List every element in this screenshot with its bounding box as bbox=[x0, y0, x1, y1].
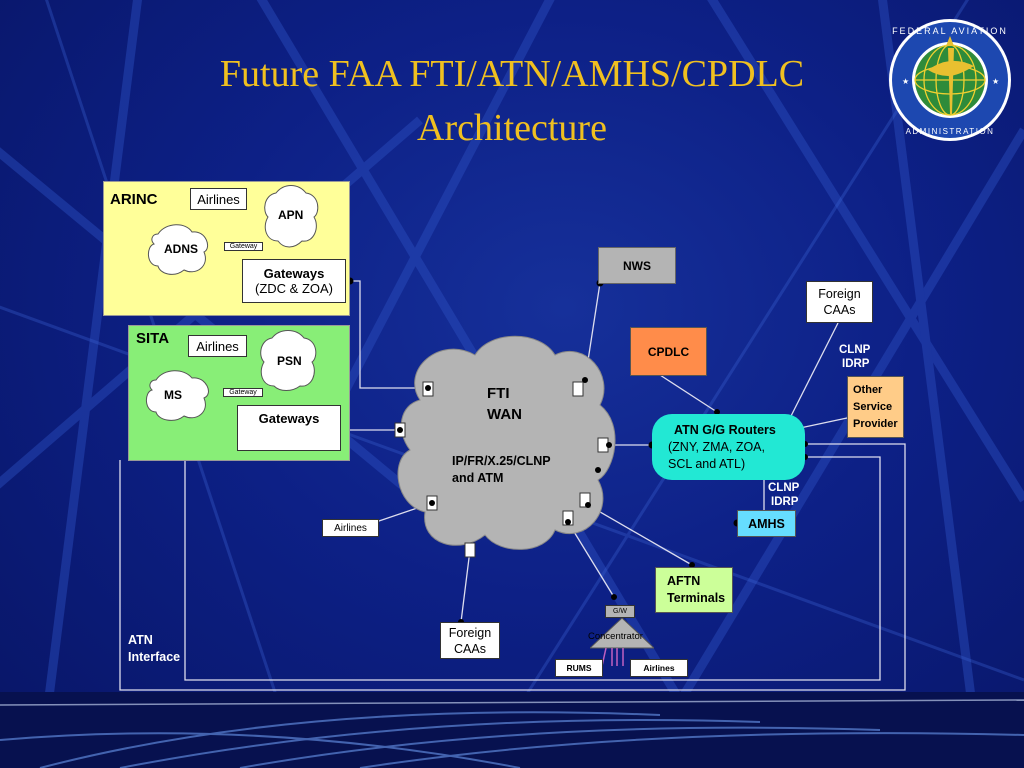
atn-routers-line3: SCL and ATL) bbox=[668, 456, 746, 471]
atn-routers-box: ATN G/G Routers (ZNY, ZMA, ZOA, SCL and … bbox=[652, 414, 805, 480]
clnp-top-line2: IDRP bbox=[842, 358, 870, 370]
nws-box: NWS bbox=[598, 247, 676, 284]
fti-atm-label: and ATM bbox=[452, 471, 504, 485]
other-service-line1: Other bbox=[853, 383, 883, 396]
fti-protocols-label: IP/FR/X.25/CLNP bbox=[452, 454, 551, 468]
svg-text:ADMINISTRATION: ADMINISTRATION bbox=[906, 127, 995, 136]
other-service-provider-box: Other Service Provider bbox=[847, 376, 904, 438]
foreign-caas-top-line2: CAAs bbox=[823, 303, 856, 317]
aftn-line2: Terminals bbox=[667, 591, 726, 605]
atn-routers-line1: ATN G/G Routers bbox=[674, 422, 776, 437]
fti-wan-cloud bbox=[397, 335, 616, 550]
wan-label: WAN bbox=[487, 406, 522, 423]
arinc-gateway-small: Gateway bbox=[224, 242, 263, 251]
adns-cloud-icon bbox=[148, 224, 208, 275]
concentrator-shape bbox=[590, 618, 654, 666]
atn-routers-line2: (ZNY, ZMA, ZOA, bbox=[668, 439, 765, 454]
fti-label: FTI bbox=[487, 385, 510, 402]
clnp-bottom-line2: IDRP bbox=[771, 496, 799, 508]
concentrator-label: Concentrator bbox=[588, 631, 643, 642]
clnp-top-line1: CLNP bbox=[839, 344, 871, 356]
adns-label: ADNS bbox=[164, 242, 199, 256]
amhs-box: AMHS bbox=[737, 510, 796, 537]
arinc-airlines-box: Airlines bbox=[190, 188, 247, 210]
aftn-line1: AFTN bbox=[667, 574, 701, 588]
arinc-gateways-line2: (ZDC & ZOA) bbox=[255, 281, 333, 296]
atn-interface-line1: ATN bbox=[128, 633, 153, 647]
apn-label: APN bbox=[278, 208, 304, 222]
psn-label: PSN bbox=[277, 354, 302, 368]
svg-text:★: ★ bbox=[902, 77, 909, 86]
atn-interface-line2: Interface bbox=[128, 650, 181, 664]
clnp-bottom-line1: CLNP bbox=[768, 482, 800, 494]
ms-cloud-icon bbox=[146, 370, 209, 421]
faa-seal-logo: FEDERAL AVIATION ADMINISTRATION ★ ★ bbox=[889, 19, 1011, 141]
sita-gateway-small: Gateway bbox=[223, 388, 263, 397]
cpdlc-box: CPDLC bbox=[630, 327, 707, 376]
foreign-caas-top-box: Foreign CAAs bbox=[806, 281, 873, 323]
ms-label: MS bbox=[164, 388, 182, 402]
foreign-caas-bottom-line2: CAAs bbox=[454, 641, 486, 656]
svg-text:★: ★ bbox=[992, 77, 999, 86]
page-title-line1: Future FAA FTI/ATN/AMHS/CPDLC bbox=[219, 53, 805, 95]
atn-interface-label: ATN Interface bbox=[128, 632, 180, 666]
rums-box: RUMS bbox=[555, 659, 603, 677]
sita-label: SITA bbox=[136, 330, 170, 347]
sita-gateways-box: Gateways bbox=[237, 405, 341, 451]
airlines-bottom-box: Airlines bbox=[630, 659, 688, 677]
foreign-caas-bottom-line1: Foreign bbox=[448, 625, 492, 640]
svg-text:FEDERAL AVIATION: FEDERAL AVIATION bbox=[892, 26, 1008, 36]
aftn-terminals-box: AFTN Terminals bbox=[655, 567, 733, 613]
foreign-caas-bottom-box: Foreign CAAs bbox=[440, 622, 500, 659]
airlines-left-box: Airlines bbox=[322, 519, 379, 537]
clnp-idrp-bottom: CLNP IDRP bbox=[768, 481, 799, 509]
psn-cloud-icon bbox=[260, 330, 317, 391]
other-service-line3: Provider bbox=[853, 417, 898, 430]
page-title-line2: Architecture bbox=[417, 107, 607, 149]
sita-airlines-box: Airlines bbox=[188, 335, 247, 357]
arinc-label: ARINC bbox=[110, 191, 158, 208]
foreign-caas-top-line1: Foreign bbox=[818, 287, 861, 301]
gw-box: G/W bbox=[605, 605, 635, 618]
arinc-gateways-line1: Gateways bbox=[263, 266, 325, 281]
clnp-idrp-top: CLNP IDRP bbox=[839, 343, 870, 371]
other-service-line2: Service bbox=[853, 400, 893, 413]
apn-cloud-icon bbox=[264, 185, 319, 248]
arinc-gateways-box: Gateways (ZDC & ZOA) bbox=[242, 259, 346, 303]
